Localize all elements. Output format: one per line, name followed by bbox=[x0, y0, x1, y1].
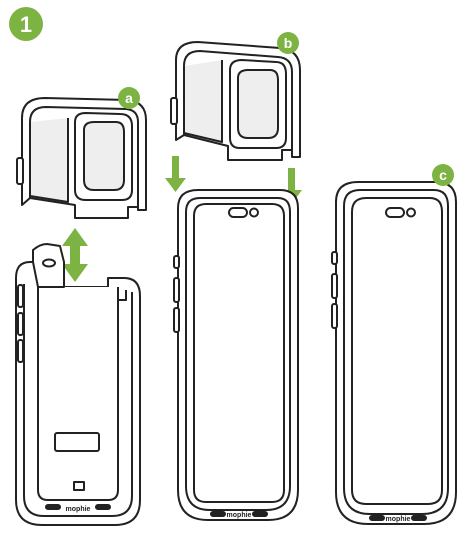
label-b-badge: b bbox=[277, 32, 299, 54]
brand-logo-a: mophie bbox=[66, 506, 91, 513]
brand-logo-b: mophie bbox=[227, 512, 252, 519]
double-arrow-vertical-icon bbox=[62, 228, 88, 282]
arrow-down-icon bbox=[165, 156, 186, 192]
step-badge-circle bbox=[9, 7, 43, 41]
label-a-badge: a bbox=[118, 87, 140, 109]
label-b-circle bbox=[277, 32, 299, 54]
panel-a bbox=[15, 97, 147, 526]
case-base bbox=[15, 243, 141, 526]
step-badge: 1 bbox=[9, 7, 43, 41]
label-a-circle bbox=[118, 87, 140, 109]
brand-logo-c: mophie bbox=[386, 516, 411, 523]
top-cap-a bbox=[16, 97, 147, 219]
label-c-circle bbox=[432, 164, 454, 186]
label-c: c bbox=[439, 167, 447, 183]
panel-b bbox=[165, 41, 302, 521]
panel-c bbox=[331, 181, 457, 525]
step-number: 1 bbox=[20, 12, 32, 37]
label-c-badge: c bbox=[432, 164, 454, 186]
label-b: b bbox=[284, 35, 293, 51]
top-cap-b bbox=[170, 41, 301, 161]
label-a: a bbox=[125, 90, 133, 106]
phone-in-case-b bbox=[173, 189, 299, 521]
phone-in-case-c bbox=[331, 181, 457, 525]
